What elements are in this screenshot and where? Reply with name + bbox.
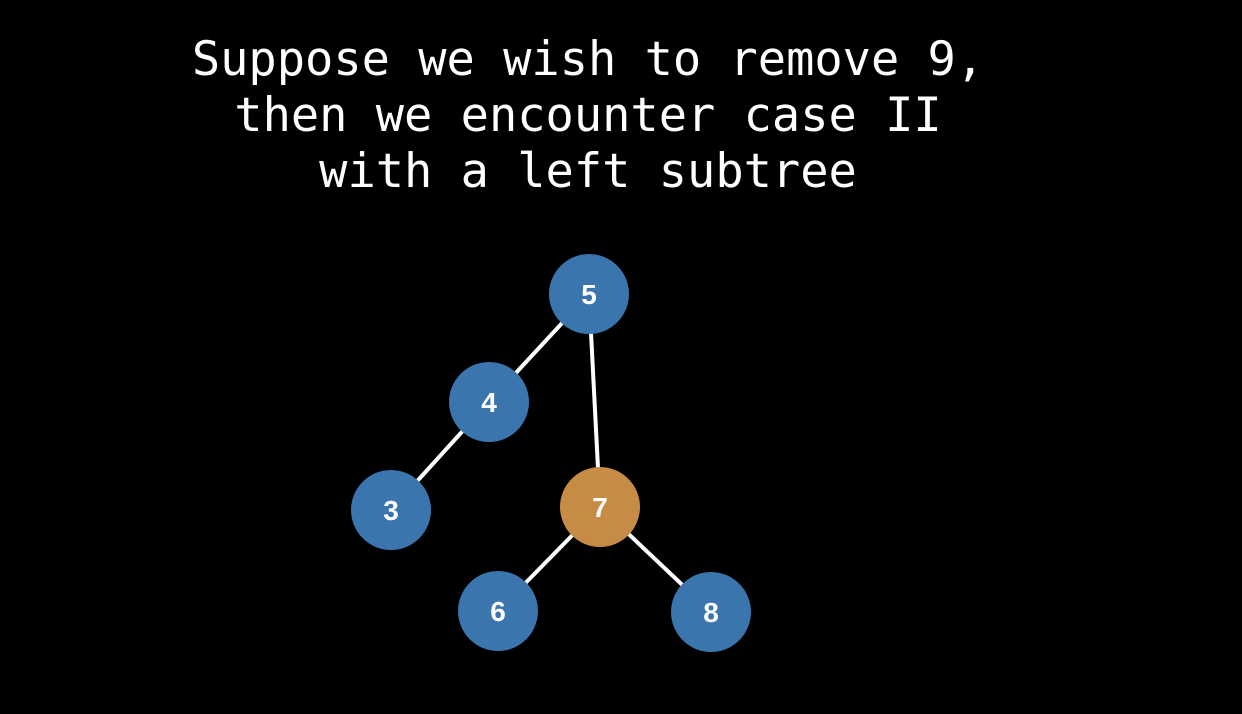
caption: Suppose we wish to remove 9, then we enc…: [0, 32, 1176, 200]
node-circle: [351, 470, 431, 550]
tree-node-7: 7: [560, 467, 640, 547]
node-label: 3: [383, 495, 399, 526]
tree-node-5: 5: [549, 254, 629, 334]
node-label: 8: [703, 597, 719, 628]
node-label: 5: [581, 279, 597, 310]
node-label: 4: [481, 387, 497, 418]
tree-node-4: 4: [449, 362, 529, 442]
caption-line-3: with a left subtree: [319, 144, 857, 199]
node-circle: [449, 362, 529, 442]
node-circle: [549, 254, 629, 334]
node-label: 7: [592, 492, 608, 523]
node-label: 6: [490, 596, 506, 627]
node-circle: [671, 572, 751, 652]
tree-node-6: 6: [458, 571, 538, 651]
caption-line-2: then we encounter case II: [234, 88, 942, 143]
node-circle: [458, 571, 538, 651]
tree-node-3: 3: [351, 470, 431, 550]
caption-line-1: Suppose we wish to remove 9,: [191, 32, 985, 87]
tree-node-8: 8: [671, 572, 751, 652]
node-circle: [560, 467, 640, 547]
